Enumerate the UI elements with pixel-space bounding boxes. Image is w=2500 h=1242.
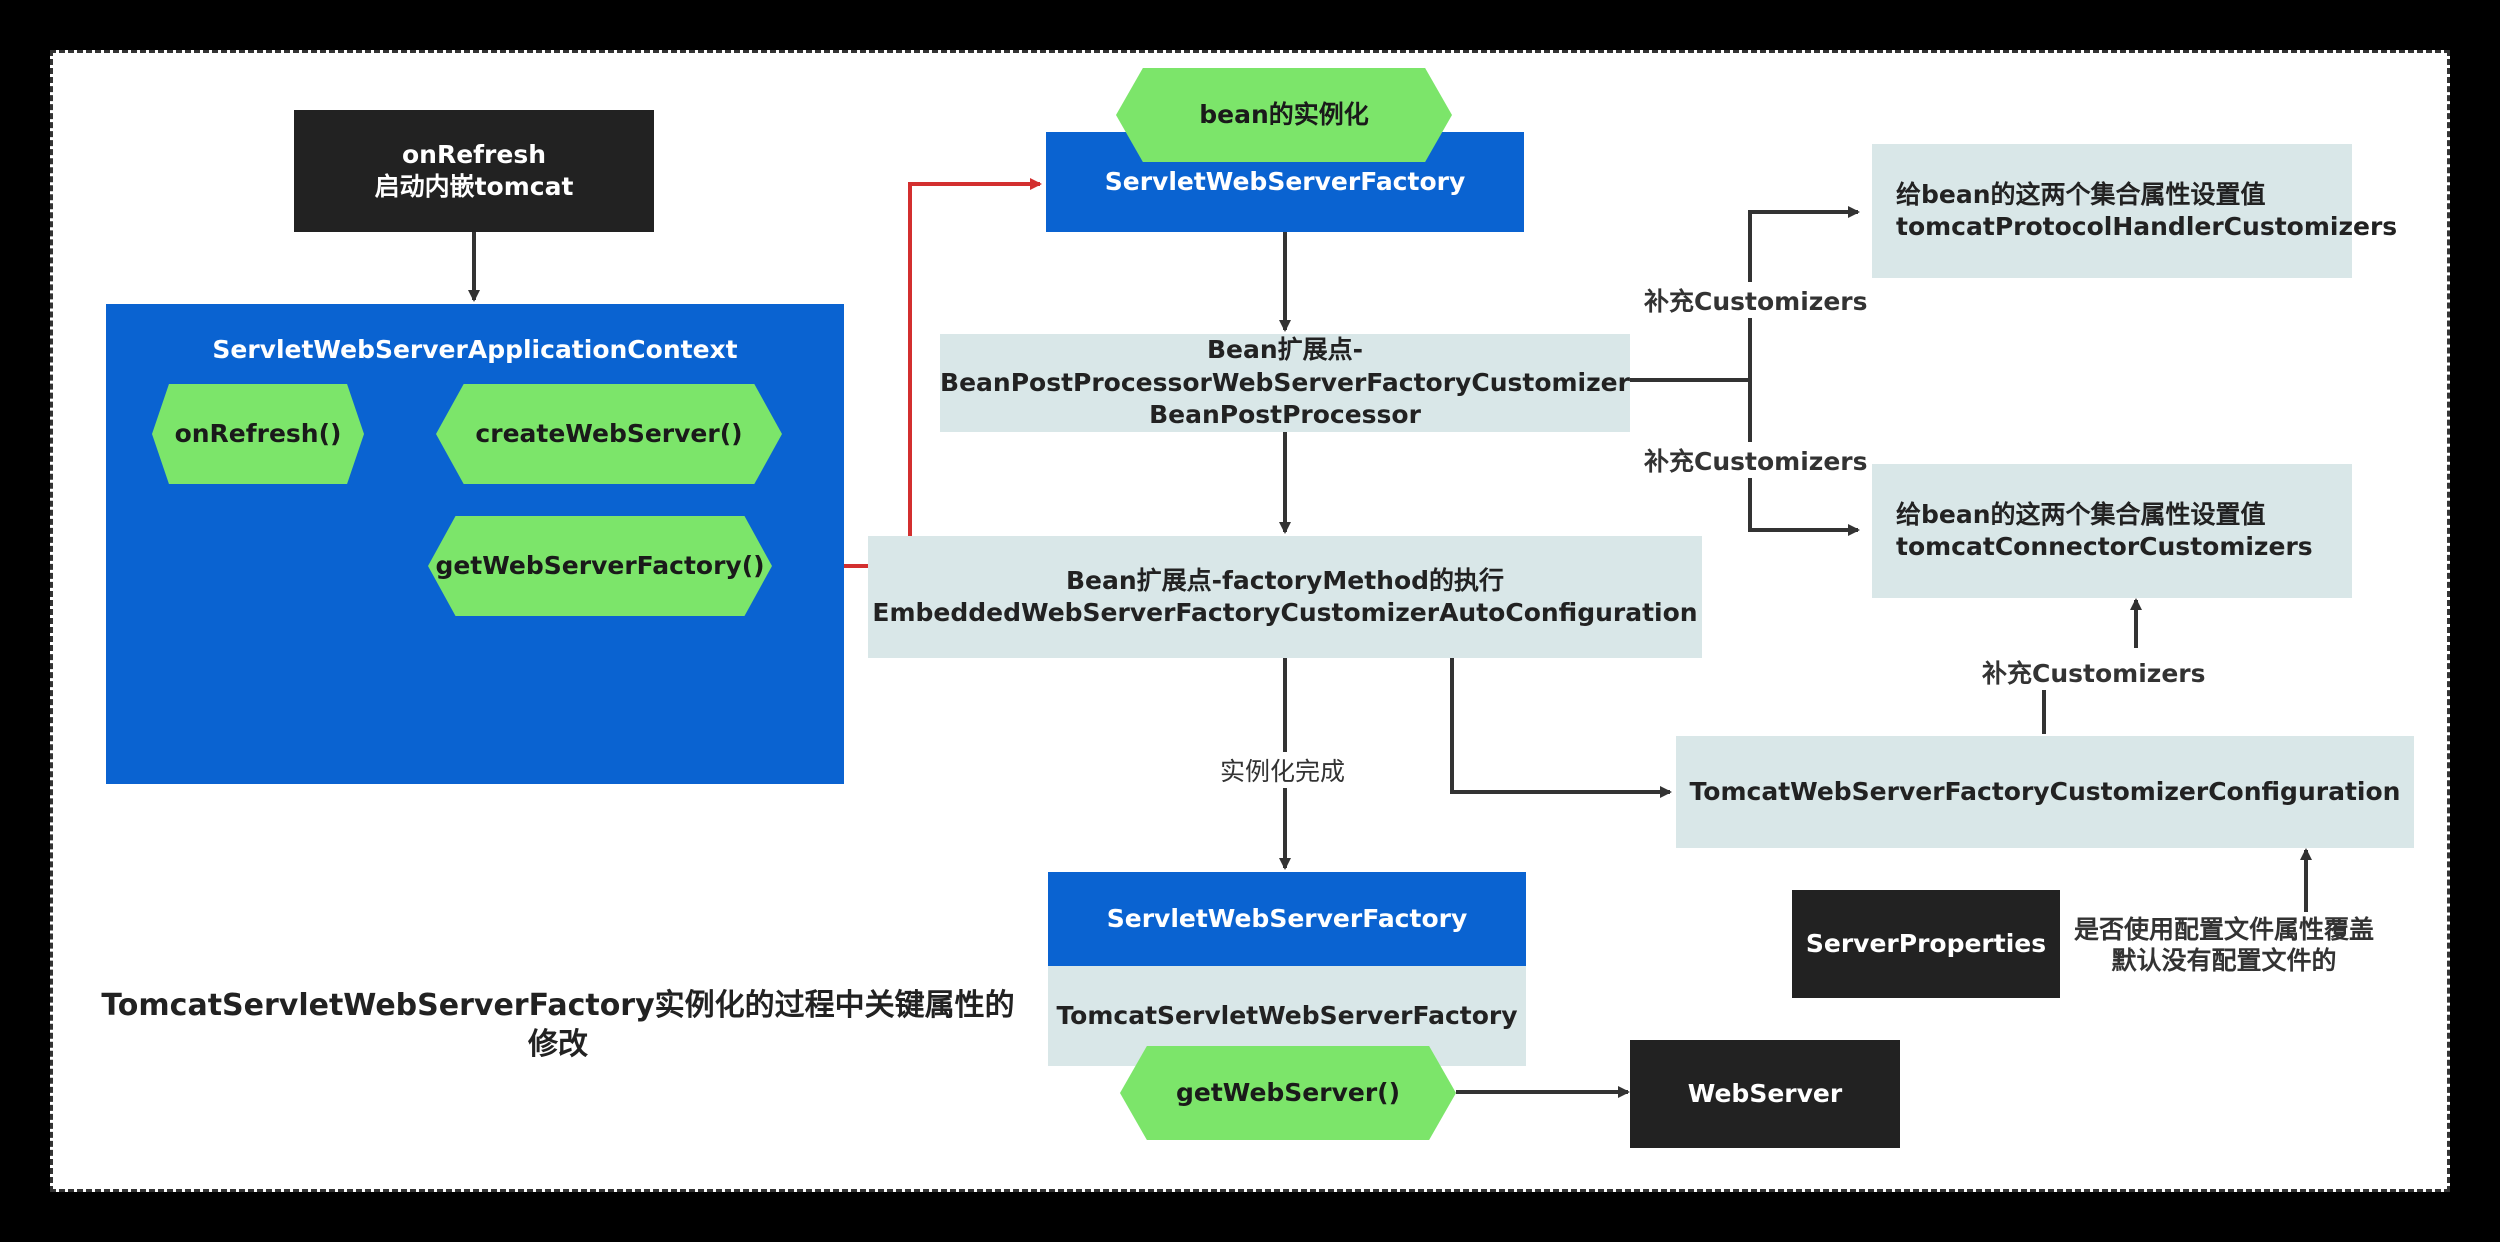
onrefresh-method-label: onRefresh() (174, 418, 342, 448)
bean-instantiation-node: bean的实例化 (1116, 68, 1452, 162)
connector-customizers-node: 给bean的这两个集合属性设置值 tomcatConnectorCustomiz… (1872, 464, 2352, 598)
create-web-server-label: createWebServer() (475, 418, 743, 448)
servlet-web-server-factory-bottom-label: ServletWebServerFactory (1106, 903, 1468, 933)
servlet-web-server-factory-top-label: ServletWebServerFactory (1104, 166, 1466, 196)
server-properties-node: ServerProperties (1792, 890, 2060, 998)
edge-label-instantiation-done: 实例化完成 (1220, 752, 1346, 788)
connector-line2: tomcatConnectorCustomizers (1896, 532, 2313, 561)
tomcat-customizer-config-label: TomcatWebServerFactoryCustomizerConfigur… (1689, 776, 2401, 806)
tomcat-servlet-web-server-factory-label: TomcatServletWebServerFactory (1056, 1000, 1518, 1030)
servlet-web-server-factory-bottom: ServletWebServerFactory (1048, 872, 1526, 966)
get-web-server-factory-label: getWebServerFactory() (435, 550, 765, 580)
create-web-server-node: createWebServer() (436, 384, 782, 484)
caption-line2: 修改 (528, 1027, 588, 1062)
web-server-node: WebServer (1630, 1040, 1900, 1148)
factory-method-node: Bean扩展点-factoryMethod的执行 EmbeddedWebServ… (868, 536, 1702, 658)
bean-post-processor-node: Bean扩展点- BeanPostProcessorWebServerFacto… (940, 334, 1630, 432)
tomcat-customizer-config-node: TomcatWebServerFactoryCustomizerConfigur… (1676, 736, 2414, 848)
onrefresh-start-line1: onRefresh (401, 139, 547, 169)
connector-line1: 给bean的这两个集合属性设置值 (1896, 499, 2266, 529)
bean-instantiation-label: bean的实例化 (1199, 99, 1369, 129)
onrefresh-start-node: onRefresh 启动内嵌tomcat (294, 110, 654, 232)
get-web-server-node: getWebServer() (1120, 1046, 1456, 1140)
override-line2: 默认没有配置文件的 (2111, 946, 2337, 976)
edge-label-override: 是否使用配置文件属性覆盖 默认没有配置文件的 (2074, 914, 2374, 977)
override-line1: 是否使用配置文件属性覆盖 (2074, 915, 2375, 944)
get-web-server-label: getWebServer() (1175, 1077, 1401, 1107)
onrefresh-method-node: onRefresh() (152, 384, 364, 484)
edge-label-supplement-3: 补充Customizers (1982, 654, 2206, 690)
protocol-handler-customizers-node: 给bean的这两个集合属性设置值 tomcatProtocolHandlerCu… (1872, 144, 2397, 278)
caption-line1: TomcatServletWebServerFactory实例化的过程中关键属性… (101, 988, 1015, 1023)
factory-method-line1: Bean扩展点-factoryMethod的执行 (1065, 565, 1505, 595)
protocol-handler-line2: tomcatProtocolHandlerCustomizers (1896, 212, 2398, 241)
get-web-server-factory-node: getWebServerFactory() (428, 516, 772, 616)
edge-factory-method-to-tomcat-config (1450, 656, 1672, 798)
bpp-line2: BeanPostProcessorWebServerFactoryCustomi… (940, 367, 1630, 397)
protocol-handler-line1: 给bean的这两个集合属性设置值 (1896, 179, 2266, 209)
server-properties-label: ServerProperties (1805, 928, 2047, 958)
edge-label-supplement-2: 补充Customizers (1644, 442, 1868, 478)
edge-label-supplement-1: 补充Customizers (1644, 282, 1868, 318)
onrefresh-start-line2: 启动内嵌tomcat (374, 172, 574, 201)
bpp-line1: Bean扩展点- (1206, 335, 1364, 365)
edge-bpp-to-connector (1748, 380, 1860, 536)
bpp-line3: BeanPostProcessor (1149, 400, 1421, 430)
web-server-label: WebServer (1687, 1078, 1843, 1108)
context-title: ServletWebServerApplicationContext (212, 335, 738, 364)
factory-method-line2: EmbeddedWebServerFactoryCustomizerAutoCo… (872, 598, 1698, 627)
diagram-caption: TomcatServletWebServerFactory实例化的过程中关键属性… (100, 986, 1016, 1064)
